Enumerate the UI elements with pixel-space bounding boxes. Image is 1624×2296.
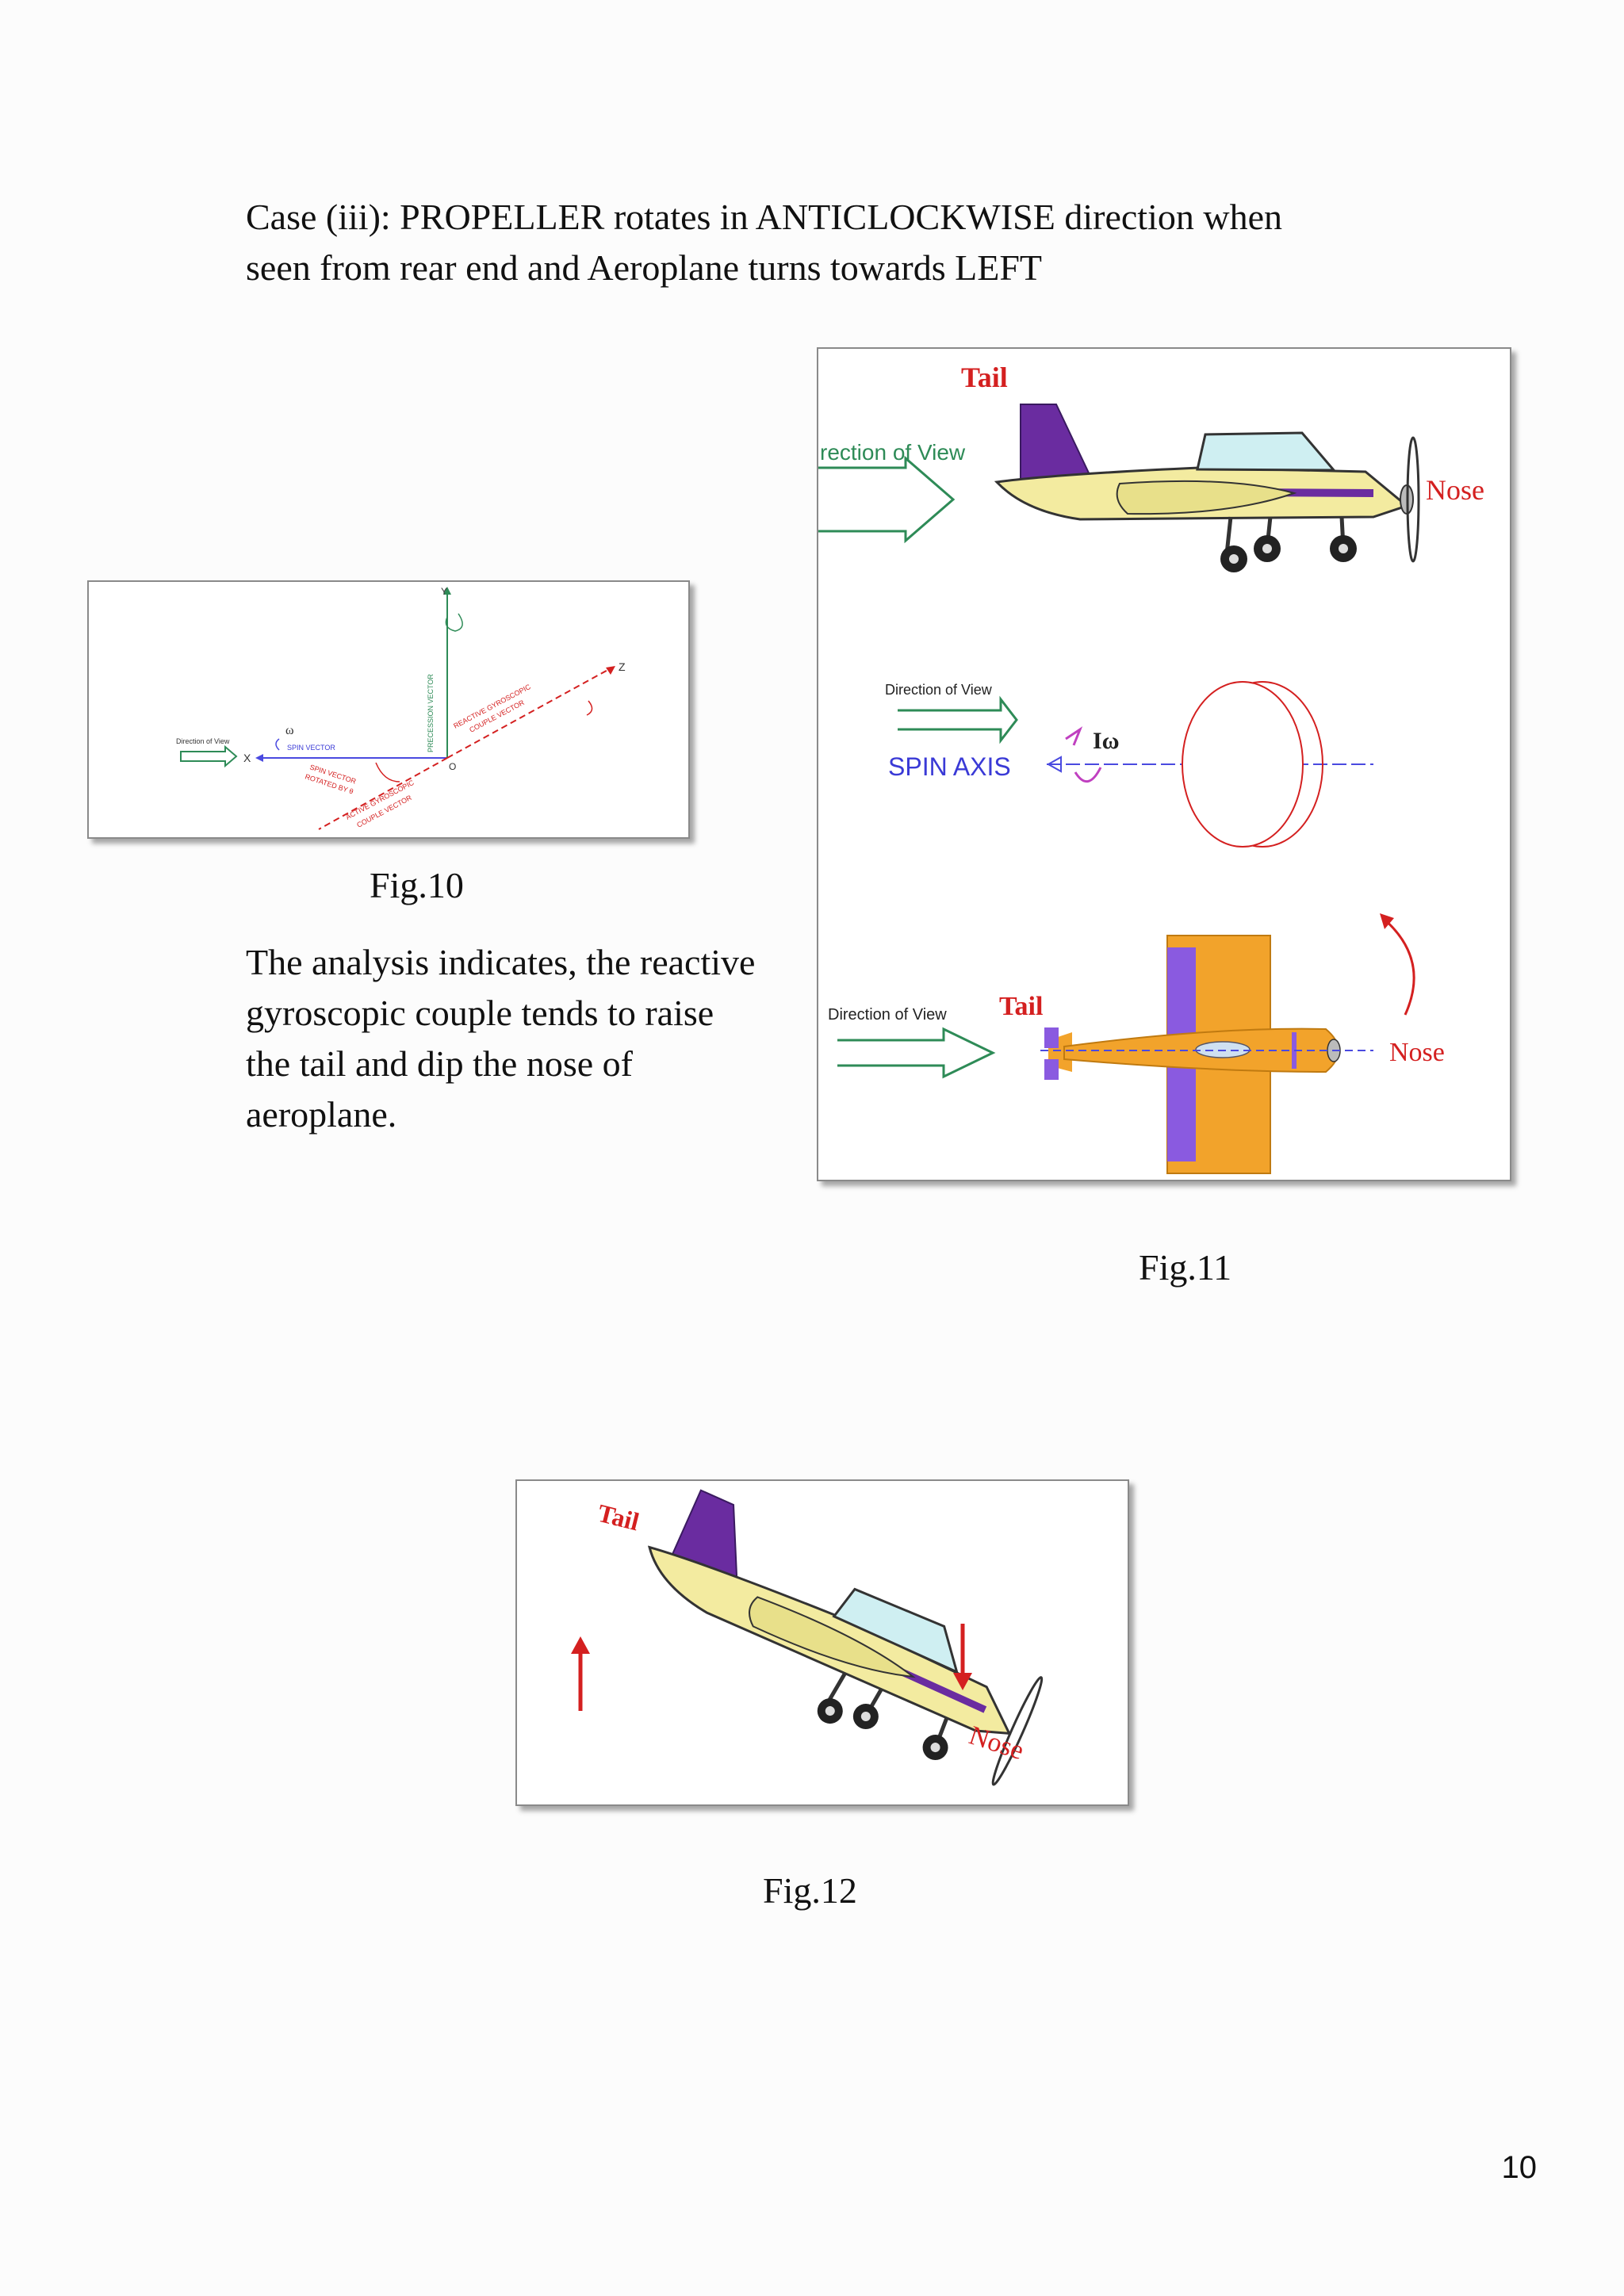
fig11-diagram: Tail rection of View Nose Direction of V…: [817, 347, 1511, 1181]
fig10-reactive-curl: [586, 700, 593, 716]
fig11-couple-mark: [1065, 726, 1083, 746]
fig10-x-label: X: [243, 752, 251, 764]
fig10-caption: Fig.10: [370, 865, 464, 905]
fig10-omega-curl: [275, 738, 280, 751]
fig10-view-arrow: [180, 744, 238, 768]
fig10-y-label: Y: [441, 586, 447, 597]
fig10-precession-arrowhead: [443, 587, 451, 595]
fig10-direction-of-view-label: Direction of View: [176, 737, 230, 745]
fig12-tail-up-arrowhead: [571, 1636, 590, 1654]
fig12-tail-label: Tail: [595, 1498, 642, 1536]
fig10-reactive-couple-line: [446, 667, 613, 759]
fig11-top-airplane: [1040, 935, 1373, 1174]
fig10-y-curl: [445, 613, 463, 632]
fig11-tail-top-label: Tail: [961, 362, 1008, 393]
fig10-spin-arrowhead: [255, 754, 263, 762]
fig11-direction-bottom-label: Direction of View: [828, 1006, 947, 1024]
fig10-theta-arc: [375, 762, 400, 783]
fig11-spin-arrowhead: [1046, 756, 1062, 773]
paragraph-line-4: aeroplane.: [246, 1094, 397, 1135]
fig11-nose-top-label: Nose: [1426, 474, 1484, 506]
fig10-active-couple-line: [318, 757, 448, 830]
fig11-disk-front: [1182, 681, 1304, 848]
fig10-diagram: Direction of View X SPIN VECTOR ω PRECES…: [87, 580, 690, 839]
fig10-o-label: O: [449, 761, 456, 772]
fig11-spin-axis-label: SPIN AXIS: [888, 752, 1011, 781]
fig10-omega-label: ω: [285, 724, 294, 737]
fig11-direction-top-label: rection of View: [820, 440, 966, 465]
fig11-i-omega-label: Iω: [1093, 728, 1120, 754]
fig11-turn-arc: [1382, 916, 1415, 1016]
fig11-view-arrow-mid: [898, 695, 1018, 744]
fig12-caption: Fig.12: [763, 1870, 857, 1911]
fig11-view-arrow-bottom: [837, 1027, 996, 1079]
fig11-tail-bottom-label: Tail: [999, 992, 1043, 1021]
paragraph-line-2: gyroscopic couple tends to raise: [246, 993, 714, 1033]
fig11-direction-mid-label: Direction of View: [885, 682, 993, 698]
case-heading: Case (iii): PROPELLER rotates in ANTICLO…: [246, 192, 1435, 293]
fig11-nose-bottom-label: Nose: [1389, 1038, 1445, 1067]
fig10-z-label: Z: [619, 660, 626, 673]
heading-line-1: Case (iii): PROPELLER rotates in ANTICLO…: [246, 197, 1282, 237]
fig12-nose-down-arrowhead: [953, 1673, 972, 1690]
fig11-side-airplane: [994, 404, 1420, 572]
paragraph-line-1: The analysis indicates, the reactive: [246, 942, 756, 982]
fig10-spin-vector-label: SPIN VECTOR: [287, 744, 335, 752]
analysis-paragraph: The analysis indicates, the reactive gyr…: [246, 937, 801, 1140]
fig10-reactive-arrowhead: [606, 666, 615, 675]
fig10-precession-label: PRECESSION VECTOR: [427, 674, 435, 752]
paragraph-line-3: the tail and dip the nose of: [246, 1043, 633, 1084]
fig12-nose-label: Nose: [966, 1720, 1028, 1766]
fig11-view-arrow-top: [818, 455, 956, 544]
fig11-spin-curl: [1074, 767, 1102, 783]
fig11-caption: Fig.11: [1139, 1247, 1232, 1288]
fig11-turn-arrowhead: [1380, 913, 1394, 929]
page-number: 10: [1501, 2150, 1538, 2185]
fig12-tilted-airplane: [647, 1489, 1044, 1786]
fig12-diagram: Tail Nose: [515, 1479, 1129, 1806]
heading-line-2: seen from rear end and Aeroplane turns t…: [246, 247, 1043, 288]
